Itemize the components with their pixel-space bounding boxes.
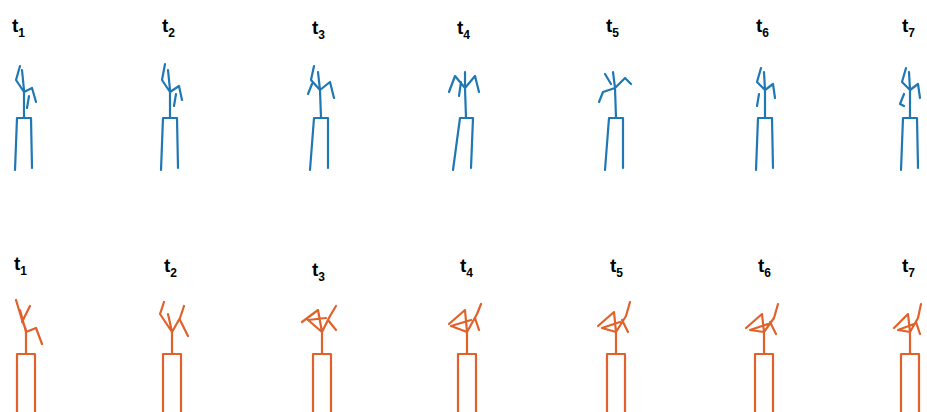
label-base: t xyxy=(756,15,762,36)
skeleton-limbs xyxy=(599,72,631,170)
skeleton-figure xyxy=(15,66,36,170)
time-step-label: t5 xyxy=(606,16,619,35)
label-base: t xyxy=(14,253,20,274)
label-base: t xyxy=(457,17,463,38)
skeleton-figure xyxy=(900,68,920,170)
skeleton-limbs xyxy=(900,68,920,170)
skeleton-figure xyxy=(598,302,630,412)
label-base: t xyxy=(460,255,466,276)
time-step-label: t3 xyxy=(312,18,325,37)
time-step-label: t1 xyxy=(12,16,25,35)
label-subscript: 1 xyxy=(20,264,27,278)
time-step-label: t3 xyxy=(312,260,325,279)
time-step-label: t7 xyxy=(902,16,915,35)
label-base: t xyxy=(606,15,612,36)
time-step-label: t7 xyxy=(902,256,915,275)
label-base: t xyxy=(12,15,18,36)
skeleton-figure xyxy=(894,304,921,412)
time-step-label: t6 xyxy=(756,16,769,35)
skeleton-figure xyxy=(16,300,42,412)
skeleton-limbs xyxy=(302,306,336,412)
orange-skeleton-row xyxy=(16,300,921,412)
skeleton-limbs xyxy=(449,304,481,412)
skeleton-figure xyxy=(302,306,336,412)
skeleton-figure xyxy=(161,64,182,170)
label-base: t xyxy=(164,255,170,276)
label-subscript: 5 xyxy=(612,26,619,40)
label-subscript: 3 xyxy=(318,270,325,284)
skeleton-figure xyxy=(746,304,778,412)
time-step-label: t1 xyxy=(14,254,27,273)
skeleton-figure xyxy=(160,302,188,412)
label-subscript: 2 xyxy=(168,26,175,40)
skeleton-limbs xyxy=(161,64,182,170)
label-base: t xyxy=(902,255,908,276)
time-step-label: t6 xyxy=(758,256,771,275)
time-step-label: t4 xyxy=(457,18,470,37)
label-subscript: 3 xyxy=(318,28,325,42)
label-subscript: 6 xyxy=(762,26,769,40)
time-step-label: t4 xyxy=(460,256,473,275)
label-base: t xyxy=(312,17,318,38)
label-subscript: 6 xyxy=(764,266,771,280)
time-step-label: t2 xyxy=(162,16,175,35)
skeleton-limbs xyxy=(756,68,775,170)
skeleton-limbs xyxy=(746,304,778,412)
label-subscript: 7 xyxy=(908,266,915,280)
skeleton-limbs xyxy=(15,66,36,170)
label-subscript: 4 xyxy=(466,266,473,280)
label-subscript: 7 xyxy=(908,26,915,40)
label-base: t xyxy=(162,15,168,36)
label-base: t xyxy=(312,259,318,280)
blue-skeleton-row xyxy=(15,64,920,170)
skeleton-limbs xyxy=(894,304,921,412)
skeleton-limbs xyxy=(449,72,479,170)
skeleton-limbs xyxy=(160,302,188,412)
skeleton-limbs xyxy=(598,302,630,412)
label-subscript: 1 xyxy=(18,26,25,40)
label-subscript: 4 xyxy=(463,28,470,42)
label-subscript: 5 xyxy=(616,266,623,280)
skeleton-figure xyxy=(756,68,775,170)
skeleton-figure xyxy=(599,72,631,170)
skeleton-limbs xyxy=(16,300,42,412)
skeleton-figure xyxy=(308,66,334,170)
label-subscript: 2 xyxy=(170,266,177,280)
skeleton-figure xyxy=(449,304,481,412)
time-step-label: t2 xyxy=(164,256,177,275)
label-base: t xyxy=(610,255,616,276)
skeleton-limbs xyxy=(308,66,334,170)
time-step-label: t5 xyxy=(610,256,623,275)
label-base: t xyxy=(758,255,764,276)
skeleton-figure xyxy=(449,72,479,170)
label-base: t xyxy=(902,15,908,36)
